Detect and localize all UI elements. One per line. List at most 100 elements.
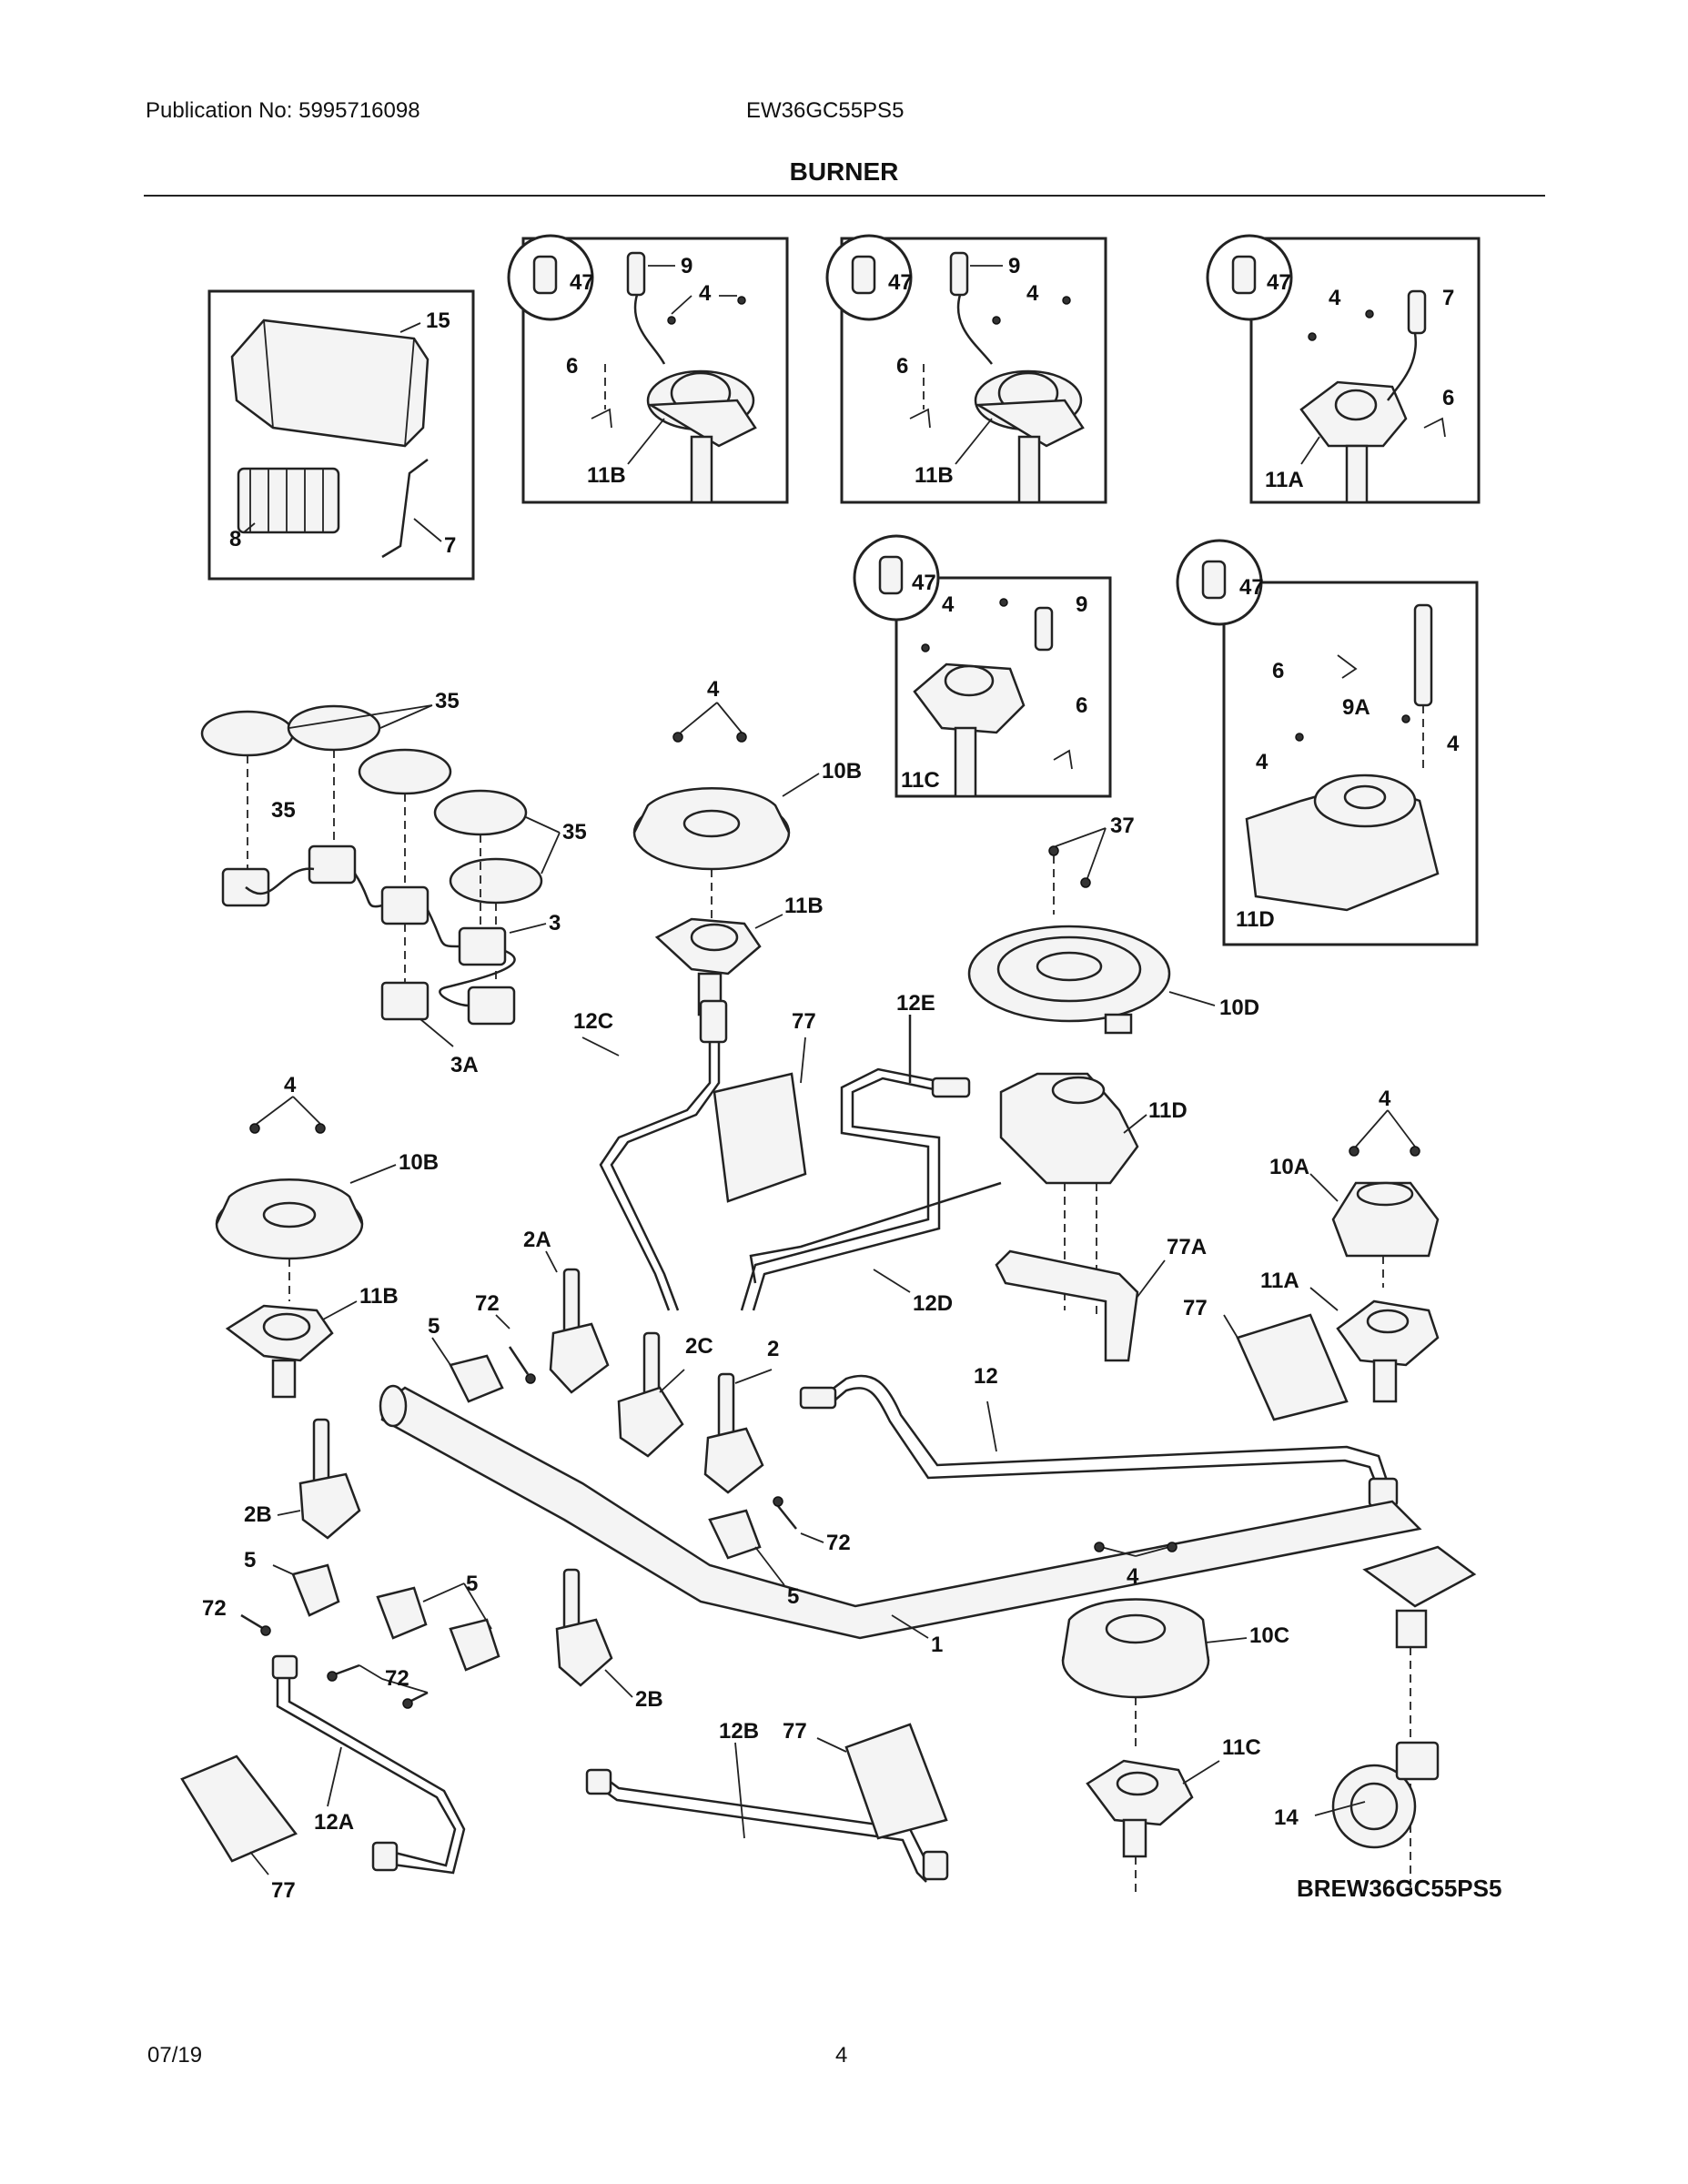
part-6-clip-inset4 [1053,749,1073,770]
callout-77a: 77A [1167,1235,1207,1259]
burner-10d: 37 10D 11D 77A [967,814,1259,1362]
part-3a-switch [380,981,430,1021]
callout-5-mid-group: 5 [466,1572,478,1596]
callout-9a: 9A [1342,695,1370,720]
callout-2b-right: 2B [635,1687,663,1712]
callout-37: 37 [1110,814,1135,838]
part-35-knob-seal-2 [287,704,381,752]
callout-11c: 11C [1222,1735,1261,1760]
part-2b-valve-left [298,1472,361,1540]
callout-9-inset2: 9 [1008,254,1020,278]
part-9-electrode-inset2 [949,251,969,297]
callout-11c-inset4: 11C [901,768,940,793]
part-15-cover [230,318,430,448]
callout-11d-inset5: 11D [1236,907,1275,932]
callout-72-top: 72 [475,1291,500,1316]
callout-2a: 2A [523,1228,551,1252]
part-35-knob-seal-3 [358,748,452,795]
footer-page-number: 4 [835,2043,848,2068]
callout-10c: 10C [1249,1623,1289,1648]
callout-72-bottom: 72 [385,1666,409,1691]
callout-4-bottom: 4 [1127,1564,1139,1589]
part-2c-valve [617,1386,684,1458]
callout-12c: 12C [573,1009,613,1034]
part-11d-burner-base-center [999,1072,1139,1185]
callout-6-inset5: 6 [1272,659,1284,683]
callout-47-inset4: 47 [912,571,936,595]
part-72-screw-left [240,1613,265,1631]
burner-10c: 4 10C 11C 14 [1061,1542,1440,1893]
part-2b-valve-stem-left [312,1418,330,1485]
callout-10b-center: 10B [822,759,862,784]
callout-9-inset4: 9 [1076,592,1087,617]
callout-12: 12 [974,1364,998,1389]
part-35-knob-seal-1 [200,710,295,757]
burner-10b-left: 4 10B 11B [215,1073,439,1399]
callout-35-right: 35 [562,820,587,844]
page-title: BURNER [789,157,899,186]
callout-4-inset2: 4 [1026,281,1039,306]
callout-6-inset1: 6 [566,354,578,379]
part-10a-burner-cap [1331,1181,1440,1258]
part-6-clip-inset1 [591,408,612,429]
inset-box-11b-right [840,237,1107,504]
callout-5-mid: 5 [787,1584,799,1609]
part-12a-tube [276,1670,457,1867]
callout-4-inset5a: 4 [1256,750,1269,774]
callout-14: 14 [1274,1805,1299,1830]
part-72-screw-mid [777,1505,797,1530]
part-35-knob-seal-5 [449,857,543,905]
part-2-valve-stem [717,1372,735,1440]
part-72-screw-top [508,1346,530,1375]
part-7-electrode-inset3 [1407,289,1427,335]
callout-11d-center: 11D [1148,1098,1188,1123]
control-wiring [245,867,516,1007]
callout-5-top: 5 [428,1314,440,1339]
callout-35-left: 35 [271,798,296,823]
part-77-bracket-right [1236,1313,1349,1421]
part-2a-valve [549,1322,610,1394]
part-8-spark-module [237,467,340,534]
part-9a-electrode [1413,603,1433,707]
callout-11a-right: 11A [1260,1269,1299,1293]
callout-6-inset3: 6 [1442,386,1454,410]
callout-11a-inset3: 11A [1265,468,1304,492]
callout-35-top: 35 [435,689,460,713]
callout-3a: 3A [450,1053,479,1077]
callout-2c: 2C [685,1334,713,1359]
part-12d-tube [749,1181,1002,1284]
part-6-clip-inset2 [909,408,931,429]
callout-11b-left: 11B [359,1284,399,1309]
callout-4-inset3: 4 [1329,286,1341,310]
inset-11b-left: 47 9 4 6 11B [507,234,789,504]
callout-10a: 10A [1269,1155,1309,1179]
title-rule [144,195,1545,197]
part-6-clip-inset3 [1423,417,1446,438]
part-11c-burner-base [913,662,1026,734]
callout-72-mid: 72 [826,1531,851,1555]
callout-72-left: 72 [202,1596,227,1621]
callout-6-inset2: 6 [896,354,908,379]
part-77a-bracket [995,1249,1139,1362]
callout-4-inset1: 4 [699,281,712,306]
callout-4-inset5b: 4 [1447,732,1460,756]
gas-tubes: 12C 12E 12D 12 12A 12B [271,991,1399,1883]
callout-4-left: 4 [284,1073,297,1097]
diagram-code: BREW36GC55PS5 [1297,1875,1502,1902]
callout-12b: 12B [719,1719,759,1744]
callout-47-inset5: 47 [1239,575,1264,600]
callout-47-inset2: 47 [888,270,913,295]
inset-spark-module: 15 8 7 [207,289,475,581]
part-2a-valve-stem [562,1268,581,1335]
callout-77-left: 77 [271,1878,296,1903]
callout-8: 8 [229,527,241,551]
callout-10b-left: 10B [399,1150,439,1175]
part-5-bracket-mid-right [449,1618,500,1672]
callout-12d: 12D [913,1291,953,1316]
callout-77-top: 77 [792,1009,816,1034]
part-77-bracket-left [180,1754,298,1863]
callout-11b-inset1: 11B [587,463,626,488]
part-9-electrode-inset4 [1034,606,1054,652]
callout-4-right: 4 [1379,1087,1391,1111]
